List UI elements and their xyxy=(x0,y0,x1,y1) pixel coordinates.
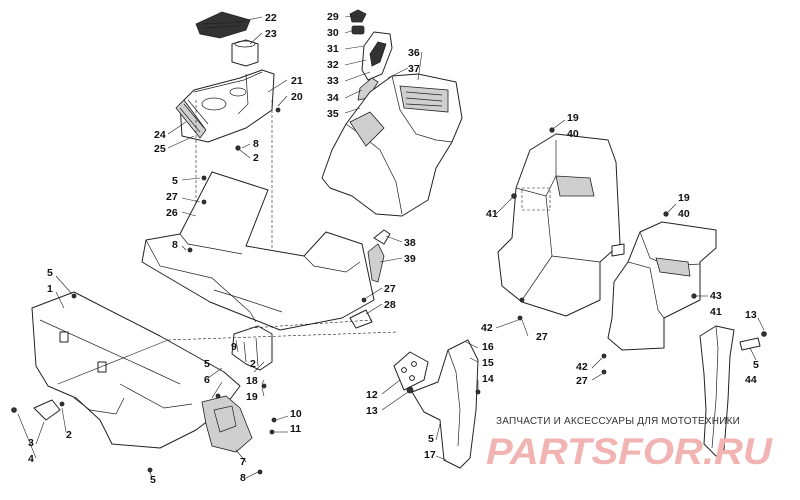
callout-40: 40 xyxy=(567,128,579,140)
front-panel xyxy=(31,291,241,449)
cup-insert xyxy=(231,39,259,67)
callout-5: 5 xyxy=(204,358,210,370)
callout-5: 5 xyxy=(172,175,178,187)
callout-22: 22 xyxy=(265,12,277,24)
callout-23: 23 xyxy=(265,28,277,40)
console-tray xyxy=(179,69,275,143)
callout-6: 6 xyxy=(204,374,210,386)
side-flap-assembly xyxy=(699,317,767,457)
callout-16: 16 xyxy=(482,341,494,353)
callout-29: 29 xyxy=(327,11,339,23)
callout-28: 28 xyxy=(384,299,396,311)
rear-cover-right xyxy=(607,221,717,351)
callout-5: 5 xyxy=(47,267,53,279)
callout-27: 27 xyxy=(536,331,548,343)
callout-8: 8 xyxy=(253,138,259,150)
console-vent-panel xyxy=(399,85,449,113)
callout-27: 27 xyxy=(384,283,396,295)
rubber-mat xyxy=(195,11,251,39)
small-bracket xyxy=(33,399,61,421)
floor-bracket xyxy=(373,229,391,245)
callout-1: 1 xyxy=(47,283,53,295)
callout-10: 10 xyxy=(290,408,302,420)
floor-panel xyxy=(141,171,375,331)
callout-34: 34 xyxy=(327,92,339,104)
callout-20: 20 xyxy=(291,91,303,103)
callout-9: 9 xyxy=(231,341,237,353)
mud-flap xyxy=(411,339,479,469)
center-console-assembly xyxy=(321,9,463,217)
mud-flap-assembly xyxy=(381,339,481,469)
callout-2: 2 xyxy=(66,429,72,441)
callout-8: 8 xyxy=(172,239,178,251)
callout-8: 8 xyxy=(240,472,246,484)
callout-19: 19 xyxy=(678,192,690,204)
callout-14: 14 xyxy=(482,373,494,385)
callout-12: 12 xyxy=(366,389,378,401)
rear-cover-right-assembly xyxy=(591,203,717,381)
callout-24: 24 xyxy=(154,129,166,141)
rear-cover-left-assembly xyxy=(495,119,625,337)
callout-19: 19 xyxy=(567,112,579,124)
rear-cover-left xyxy=(497,133,621,317)
console-grille xyxy=(175,99,207,139)
callout-15: 15 xyxy=(482,357,494,369)
watermark-logo: PARTSFOR.RU xyxy=(486,431,773,472)
callout-31: 31 xyxy=(327,43,339,55)
callout-4: 4 xyxy=(28,453,34,465)
callout-5: 5 xyxy=(428,433,434,445)
callout-13: 13 xyxy=(366,405,378,417)
flap-bracket xyxy=(393,351,429,391)
footwell-pad xyxy=(201,395,253,453)
callout-33: 33 xyxy=(327,75,339,87)
callout-2: 2 xyxy=(253,152,259,164)
callout-18: 18 xyxy=(246,375,258,387)
side-flap xyxy=(699,325,735,457)
front-panel-assembly xyxy=(11,275,399,479)
callout-42: 42 xyxy=(576,361,588,373)
callout-42: 42 xyxy=(481,322,493,334)
callout-41: 41 xyxy=(710,306,722,318)
callout-7: 7 xyxy=(240,456,246,468)
callout-27: 27 xyxy=(576,375,588,387)
shift-bezel-top xyxy=(351,25,365,35)
callout-26: 26 xyxy=(166,207,178,219)
callout-labels: 22 23 21 20 24 25 8 2 29 30 31 32 33 34 … xyxy=(28,11,759,486)
storage-compartment-assembly xyxy=(167,11,288,330)
callout-2: 2 xyxy=(250,358,256,370)
callout-30: 30 xyxy=(327,27,339,39)
callout-5: 5 xyxy=(753,359,759,371)
watermark: ЗАПЧАСТИ И АКСЕССУАРЫ ДЛЯ МОТОТЕХНИКИ PA… xyxy=(486,416,773,472)
callout-13: 13 xyxy=(745,309,757,321)
callout-17: 17 xyxy=(424,449,436,461)
callout-32: 32 xyxy=(327,59,339,71)
callout-41: 41 xyxy=(486,208,498,220)
callout-19: 19 xyxy=(246,391,258,403)
shift-boot xyxy=(349,9,367,23)
callout-38: 38 xyxy=(404,237,416,249)
callout-35: 35 xyxy=(327,108,339,120)
callout-25: 25 xyxy=(154,143,166,155)
callout-39: 39 xyxy=(404,253,416,265)
callout-27: 27 xyxy=(166,191,178,203)
watermark-caption: ЗАПЧАСТИ И АКСЕССУАРЫ ДЛЯ МОТОТЕХНИКИ xyxy=(496,416,740,427)
callout-11: 11 xyxy=(290,423,301,435)
callout-3: 3 xyxy=(28,437,34,449)
callout-43: 43 xyxy=(710,290,722,302)
callout-21: 21 xyxy=(291,75,303,87)
callout-44: 44 xyxy=(745,374,757,386)
callout-37: 37 xyxy=(408,63,420,75)
floor-panel-assembly xyxy=(141,171,403,331)
callout-40: 40 xyxy=(678,208,690,220)
callout-5: 5 xyxy=(150,474,156,486)
callout-36: 36 xyxy=(408,47,420,59)
